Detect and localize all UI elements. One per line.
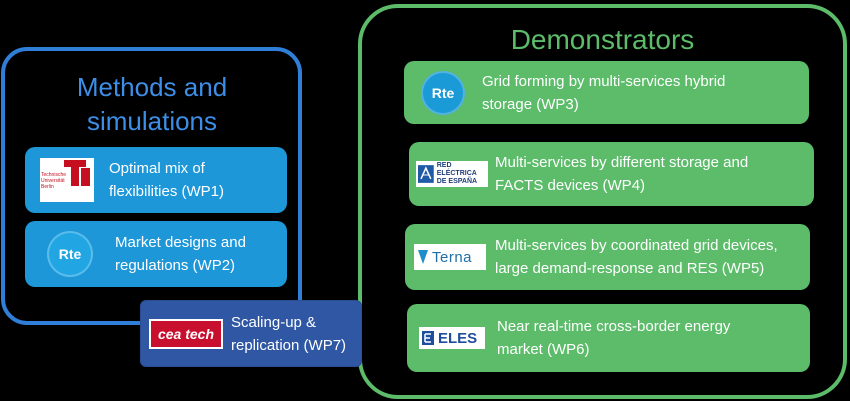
- card-wp1-text: Optimal mix of flexibilities (WP1): [109, 160, 225, 200]
- rte-logo: Rte: [47, 231, 93, 277]
- demonstrators-title: Demonstrators: [510, 24, 695, 55]
- rte-logo-text: Rte: [431, 84, 455, 101]
- rte-logo: Rte: [421, 70, 465, 115]
- terna-logo: Terna: [405, 244, 495, 270]
- cea-tech-logo: cea tech: [141, 318, 231, 349]
- card-wp6-text: Near real-time cross-border energy marke…: [497, 318, 731, 358]
- demonstrators-group-border: [358, 4, 847, 399]
- card-wp3: Rte Grid forming by multi-services hybri…: [404, 61, 809, 124]
- eles-logo: ELES: [407, 327, 497, 349]
- terna-logo-text: Terna: [432, 248, 473, 266]
- card-wp7: cea tech Scaling-up & replication (WP7): [140, 300, 362, 367]
- cea-tech-logo-text: cea tech: [157, 325, 215, 342]
- card-wp3-text: Grid forming by multi-services hybrid st…: [482, 72, 726, 113]
- red-electrica-logo: RED ELÉCTRICA DE ESPAÑA: [409, 161, 495, 187]
- card-wp5-text: Multi-services by coordinated grid devic…: [495, 237, 778, 277]
- card-wp7-text: Scaling-up & replication (WP7): [231, 313, 347, 354]
- eles-logo-text: ELES: [438, 329, 478, 347]
- red-electrica-logo-text: RED ELÉCTRICA DE ESPAÑA: [436, 162, 478, 185]
- tu-berlin-logo: Technische Universität Berlin: [25, 158, 109, 202]
- rte-logo-text: Rte: [58, 246, 82, 262]
- methods-title: Methods and simulations: [76, 72, 228, 136]
- card-wp4: RED ELÉCTRICA DE ESPAÑA Multi-services b…: [409, 142, 814, 206]
- card-wp4-text: Multi-services by different storage and …: [495, 154, 749, 194]
- tu-berlin-logo-text: Technische Universität Berlin: [41, 172, 67, 190]
- card-wp1: Technische Universität Berlin Optimal mi…: [25, 147, 287, 213]
- card-wp6: ELES Near real-time cross-border energy …: [407, 304, 810, 372]
- card-wp2: Rte Market designs and regulations (WP2): [25, 221, 287, 287]
- card-wp5: Terna Multi-services by coordinated grid…: [405, 224, 810, 290]
- card-wp2-text: Market designs and regulations (WP2): [115, 234, 246, 274]
